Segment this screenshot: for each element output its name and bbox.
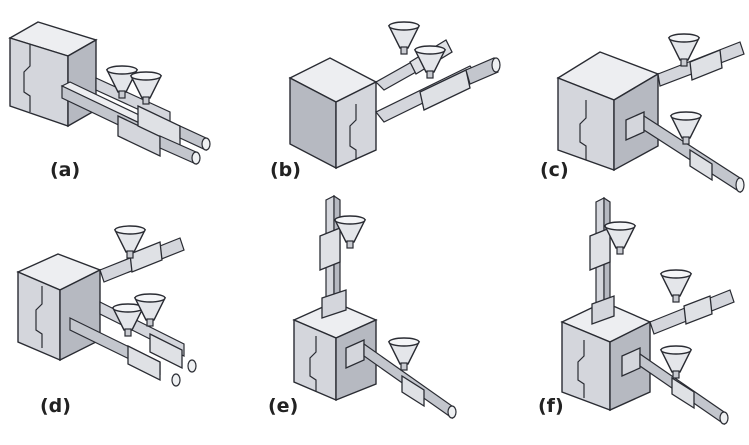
panel-e — [292, 194, 457, 420]
injection-barrel-icon — [625, 41, 745, 194]
panel-f — [560, 196, 735, 426]
panel-label: (d) — [40, 395, 71, 417]
panel-label: (e) — [268, 395, 298, 417]
panel-label: (a) — [50, 159, 80, 181]
mold-clamp-unit-icon — [560, 301, 652, 412]
panel-c — [556, 33, 745, 194]
injection-barrel-icon — [319, 194, 457, 420]
mold-clamp-unit-icon — [288, 57, 378, 170]
panel-b — [288, 21, 501, 170]
injection-barrel-icon — [375, 39, 501, 123]
mold-clamp-unit-icon — [16, 253, 102, 362]
panel-label: (b) — [270, 159, 301, 181]
panel-label: (f) — [538, 395, 564, 417]
hopper-icon — [660, 269, 692, 303]
panel-d — [16, 225, 197, 387]
mold-clamp-unit-icon — [8, 21, 98, 128]
mold-clamp-unit-icon — [556, 51, 660, 172]
panel-label: (c) — [540, 159, 569, 181]
panel-a — [8, 21, 211, 165]
injection-barrel-icon — [589, 196, 735, 426]
injection-barrel-icon — [60, 77, 211, 165]
